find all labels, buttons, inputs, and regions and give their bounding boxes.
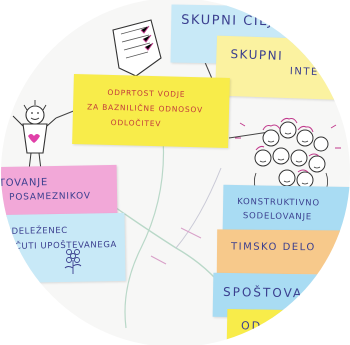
note-text: OD xyxy=(240,319,263,333)
note-text: SPOŠTOVA xyxy=(222,284,304,301)
note-timsko-delo: TIMSKO DELO xyxy=(216,229,350,275)
note-text: SODELOVANJE xyxy=(242,211,313,223)
note-konstruktivno-sodelovanje: KONSTRUKTIVNO SODELOVANJE xyxy=(222,184,350,236)
note-od: OD xyxy=(226,308,348,345)
note-text: TIMSKO DELO xyxy=(230,241,316,254)
